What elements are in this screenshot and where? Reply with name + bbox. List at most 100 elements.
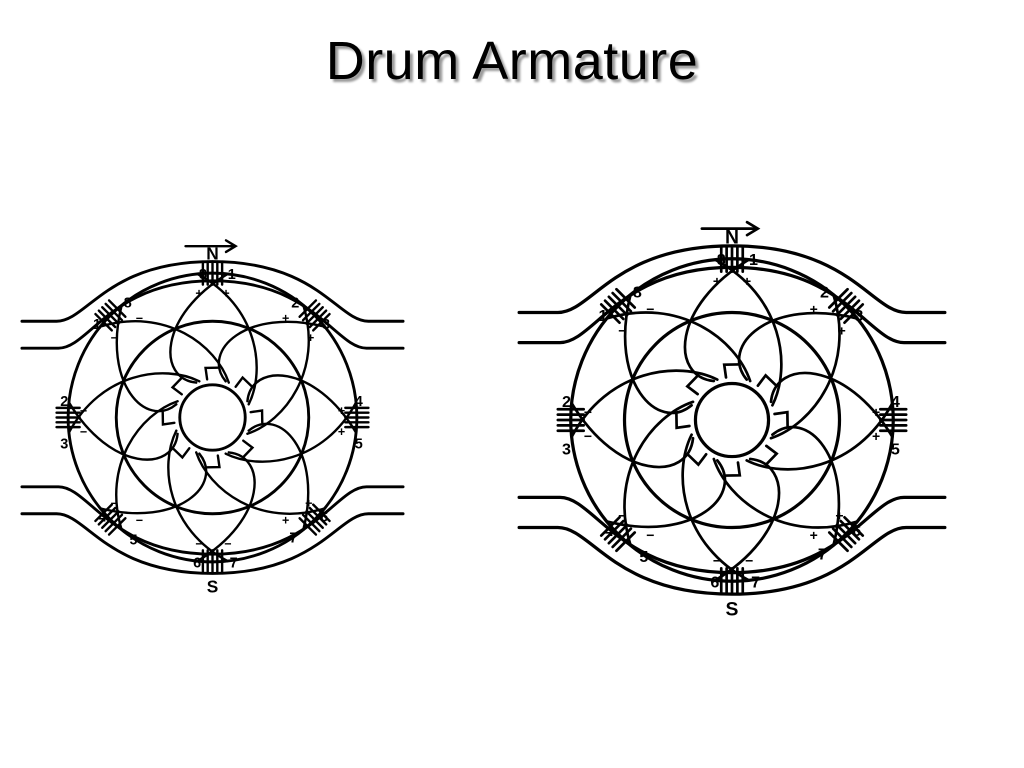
commutator-hook xyxy=(685,375,700,396)
segment-tick xyxy=(827,287,849,309)
segment-tick xyxy=(97,506,117,526)
segment-label: 3 xyxy=(60,436,68,452)
polarity-sign: − xyxy=(646,527,654,543)
segment-label: 7 xyxy=(230,556,238,572)
polarity-sign: − xyxy=(584,428,592,444)
slide-title: Drum Armature xyxy=(325,31,699,91)
segment-label: 4 xyxy=(891,393,900,411)
polarity-sign: − xyxy=(646,301,654,317)
winding-conductor xyxy=(605,459,727,529)
commutator-hook xyxy=(722,363,740,379)
commutator-segment-ticks xyxy=(94,503,127,536)
segment-tick xyxy=(611,291,633,313)
segment-label: 4 xyxy=(605,522,614,540)
commutator-hook xyxy=(161,411,176,426)
winding-conductor xyxy=(99,320,230,384)
segment-label: 8 xyxy=(124,296,132,312)
polarity-sign: − xyxy=(111,496,118,510)
segment-tick xyxy=(607,523,629,545)
winding-conductor xyxy=(167,429,229,563)
segment-label: 2 xyxy=(820,283,829,301)
pole-shoe-top-inner xyxy=(20,279,405,350)
winding-conductor xyxy=(769,293,841,440)
polarity-sign: + xyxy=(338,425,345,439)
segment-label: 8 xyxy=(633,283,642,301)
segment-label: 7 xyxy=(751,574,760,592)
segment-label: 1 xyxy=(228,267,236,283)
commutator-segment-ticks xyxy=(827,515,865,553)
winding-conductor xyxy=(246,374,358,434)
polarity-sign: + xyxy=(872,428,880,444)
winding-conductor xyxy=(217,320,326,383)
segment-label: 4 xyxy=(355,394,363,410)
polarity-sign: + xyxy=(810,527,818,543)
segment-label: 8 xyxy=(199,267,207,283)
winding-conductor xyxy=(115,400,179,531)
commutator-hook xyxy=(204,366,219,381)
segment-label: 8 xyxy=(717,251,726,269)
segment-label: 1 xyxy=(749,251,758,269)
segment-tick xyxy=(615,531,637,553)
commutator-segment-ticks xyxy=(298,299,331,332)
commutator-segment-ticks xyxy=(599,287,637,325)
polarity-sign: + xyxy=(835,507,843,523)
segment-label: 1 xyxy=(599,307,608,325)
winding-conductor xyxy=(623,293,693,415)
winding-conductor xyxy=(771,425,841,547)
winding-conductor xyxy=(712,457,859,529)
commutator-hub xyxy=(178,383,247,452)
winding-conductor xyxy=(769,371,894,439)
segment-tick xyxy=(603,519,625,541)
pole-shoe-bottom-inner xyxy=(20,485,405,556)
segment-tick xyxy=(298,299,318,318)
winding-conductor xyxy=(246,304,310,435)
segment-tick xyxy=(599,303,621,325)
polarity-sign: − xyxy=(111,331,118,345)
segment-label: 2 xyxy=(562,393,571,411)
winding-conductor xyxy=(623,400,695,547)
segment-label: 7 xyxy=(818,546,827,564)
polarity-sign: − xyxy=(745,553,753,569)
segment-tick xyxy=(298,517,318,536)
winding-conductor xyxy=(683,258,751,383)
segment-tick xyxy=(101,306,120,325)
segment-label: 3 xyxy=(562,440,571,458)
commutator-hook xyxy=(675,412,691,430)
windings xyxy=(570,258,894,582)
commutator-hook xyxy=(756,373,777,388)
segment-tick xyxy=(301,302,321,322)
pole-shoe-top-inner xyxy=(517,265,947,345)
segment-tick xyxy=(305,510,324,529)
segment-tick xyxy=(603,299,625,321)
winding-conductor xyxy=(713,457,781,582)
segment-tick xyxy=(831,291,853,313)
winding-conductor xyxy=(681,433,751,582)
segment-label: 2 xyxy=(291,296,299,312)
commutator-hook xyxy=(234,375,253,388)
segment-tick xyxy=(843,303,865,325)
polarity-sign: − xyxy=(713,553,721,569)
segment-label: 1 xyxy=(93,317,101,333)
polarity-sign: − xyxy=(195,537,202,551)
commutator-hook xyxy=(172,447,191,460)
pole-label-south: S xyxy=(207,577,219,597)
segment-tick xyxy=(611,527,633,549)
commutator-hook xyxy=(170,377,183,396)
winding-conductor xyxy=(196,451,256,563)
commutator-hook xyxy=(242,439,255,458)
polarity-sign: − xyxy=(618,323,626,339)
commutator-hook xyxy=(764,444,779,465)
windings xyxy=(67,272,358,563)
winding-conductor xyxy=(224,401,358,463)
commutator-segment-ticks xyxy=(879,407,908,433)
winding-conductor xyxy=(570,369,719,439)
segment-tick xyxy=(312,503,331,523)
pole-label-south: S xyxy=(726,599,739,621)
winding-conductor xyxy=(247,422,310,531)
segment-tick xyxy=(94,312,113,332)
segment-tick xyxy=(839,519,861,541)
rotation-arrow-head xyxy=(745,220,761,237)
commutator-segment-ticks xyxy=(94,299,127,332)
